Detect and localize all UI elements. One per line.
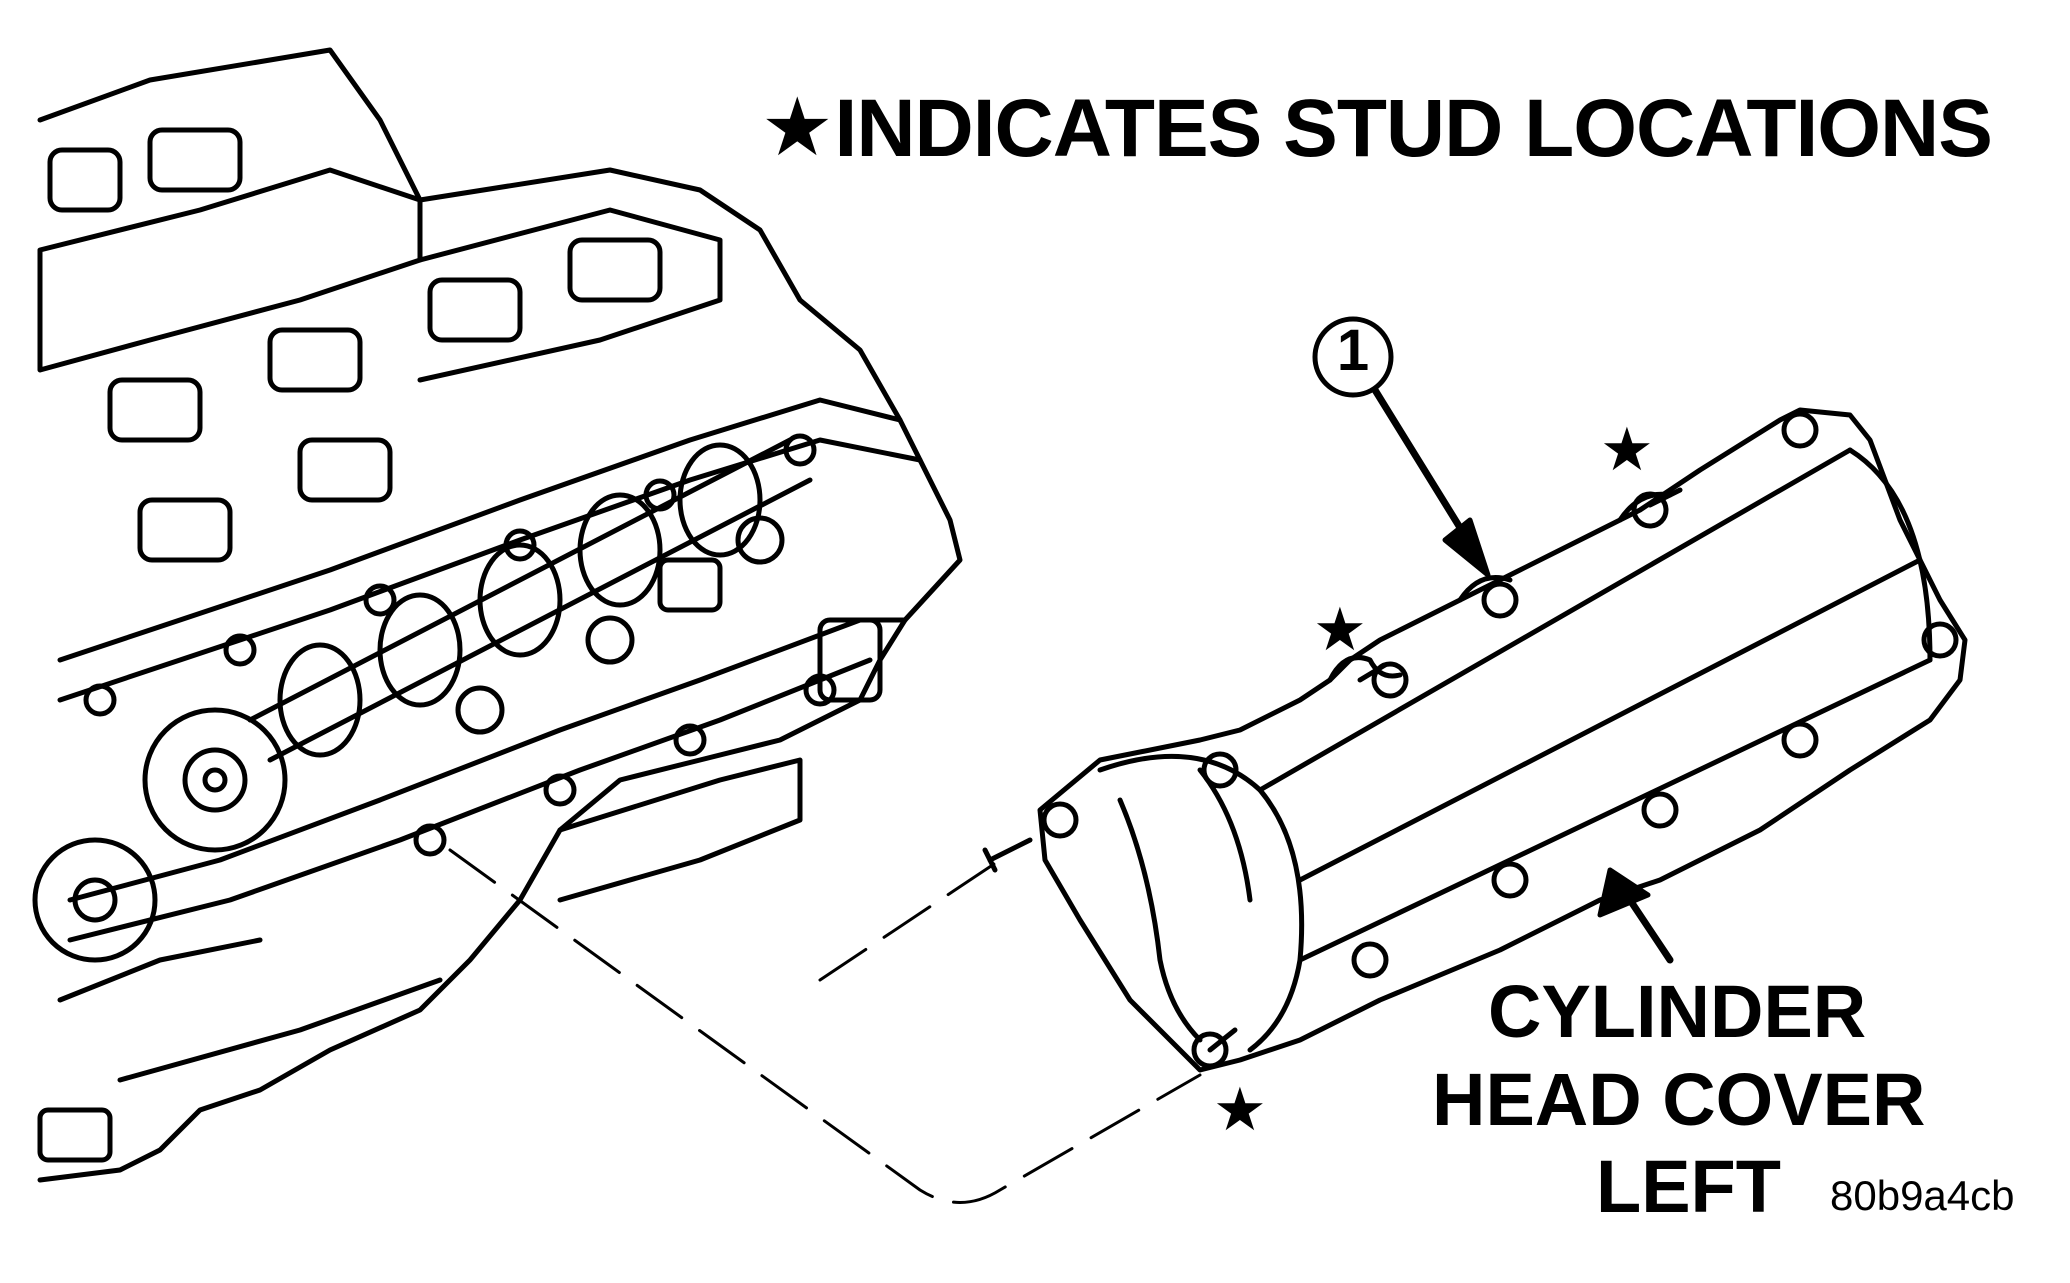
alignment-dashed-line	[448, 848, 1202, 1204]
callout-leader	[1312, 316, 1491, 578]
cover-label-line1: CYLINDER	[1488, 970, 1867, 1053]
cover-label-line2: HEAD COVER	[1432, 1058, 1926, 1141]
cover-label-arrow	[1597, 867, 1674, 964]
stud-legend: ★INDICATES STUD LOCATIONS	[765, 88, 1993, 170]
legend-text: INDICATES STUD LOCATIONS	[834, 83, 1993, 174]
engine-block	[32, 47, 963, 1183]
cover-label-line3: LEFT	[1596, 1145, 1781, 1228]
cylinder-head-cover	[982, 407, 1968, 1073]
figure-id: 80b9a4cb	[1830, 1172, 2015, 1219]
stud-marker-2: ★	[1313, 596, 1367, 663]
stud-marker-1: ★	[1600, 416, 1654, 483]
legend-star-icon: ★	[765, 88, 830, 168]
callout-number: 1	[1336, 318, 1370, 383]
stud-marker-3: ★	[1213, 1076, 1267, 1143]
